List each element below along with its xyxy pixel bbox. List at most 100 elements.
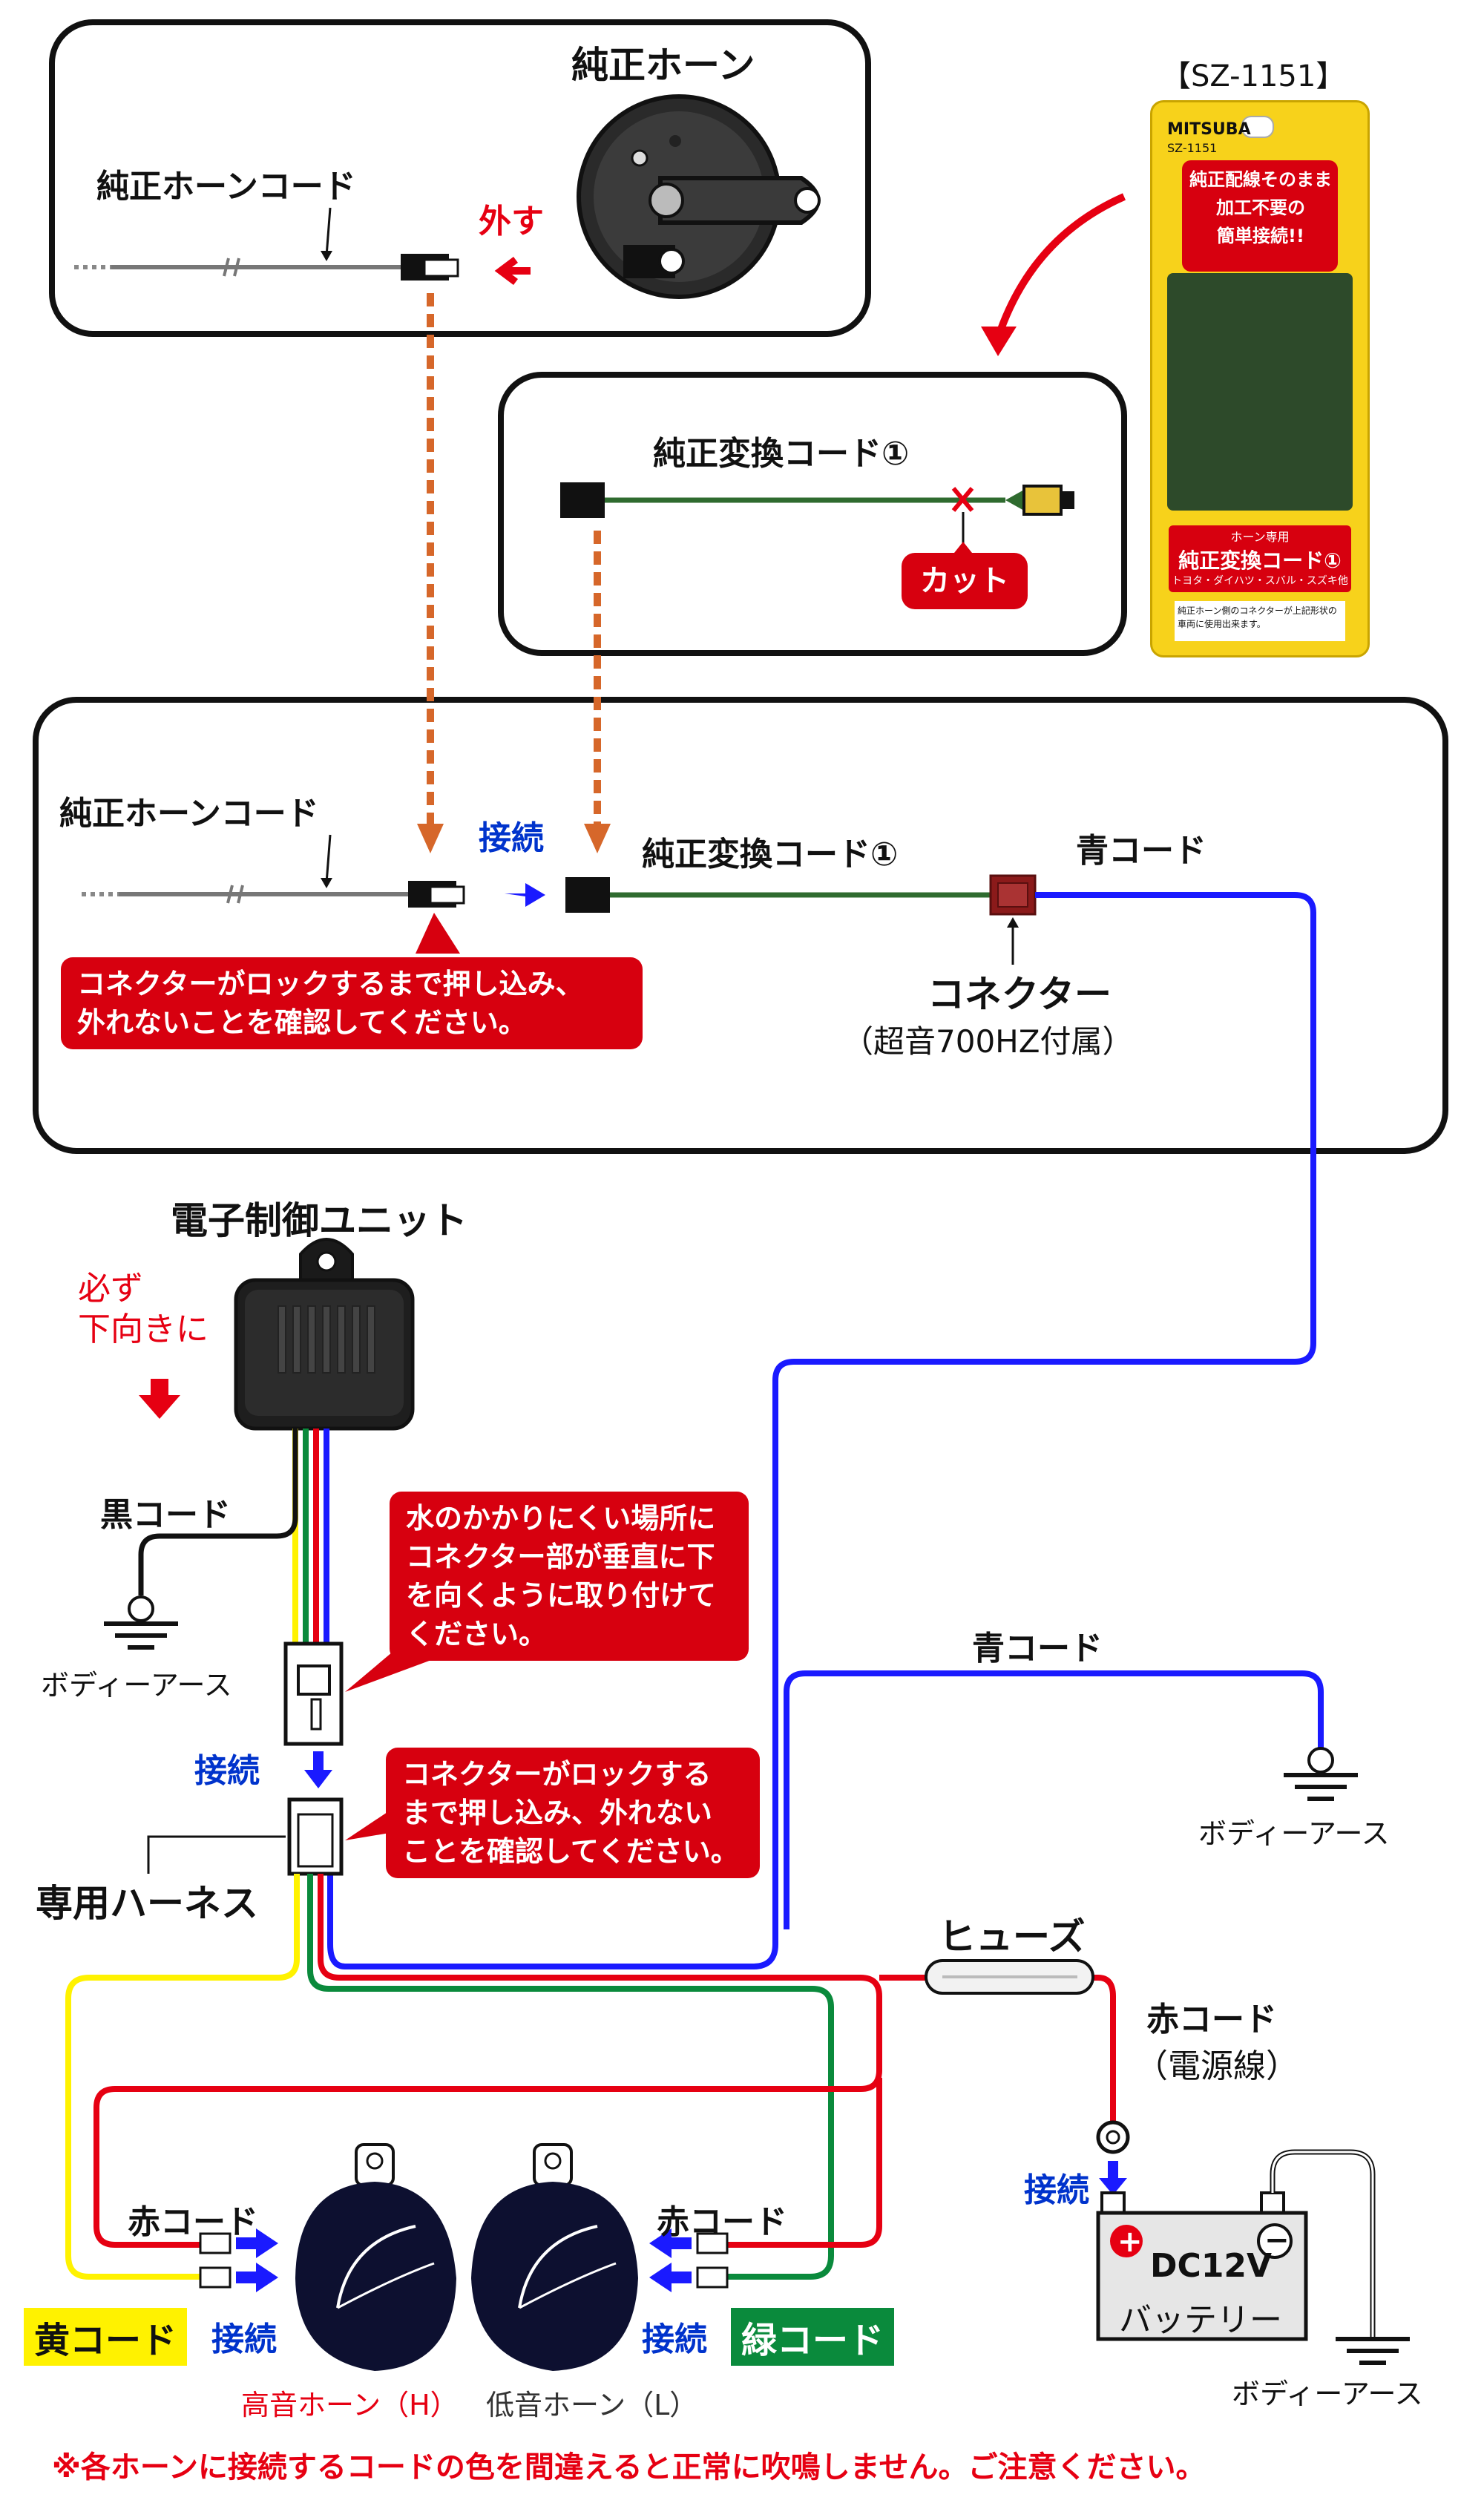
control-unit-icon [234,1238,415,1431]
product-package-image: MITSUBA SZ-1151 純正配線そのまま 加工不要の 簡単接続!! ホー… [1150,100,1370,657]
blue-cord-ground [784,1670,1324,1929]
battery-icon [1096,2191,1308,2341]
cut-label: カット [902,553,1028,609]
harness-lock-callout-line-1: コネクターがロックする [402,1758,712,1791]
package-label-top: ホーン専用 [1230,530,1290,544]
low-horn-icon [471,2143,638,2371]
package-label-band [1169,525,1351,592]
battery-ground-cord-inner [1271,2151,1374,2338]
original-horn-icon [577,94,821,299]
package-pointer-arrowhead [981,327,1017,356]
box3-lock-callout-line-1: コネクターがロックするまで押し込み、 [77,968,584,1000]
box3-frame [33,697,1448,1154]
box3-callout-tail [416,913,460,954]
box3-conv-cord-label: 純正変換コード① [642,836,899,873]
original-horn-title: 純正ホーン [571,44,755,87]
ground-symbol-right [1336,2337,1410,2365]
green-cord-tag: 緑コード [731,2308,895,2366]
orientation-line-1: 必ず [78,1270,143,1308]
yellow-cord-tag: 黄コード [24,2308,188,2366]
power-red-cord-sub: （電源線） [1135,2047,1298,2085]
box2-conversion-cord [560,482,1074,518]
ground-left-label: ボディーアース [41,1669,232,1702]
black-cord-label: 黒コード [100,1496,231,1534]
blue-cord-main [327,892,1316,1969]
harness-lock-callout-line-2: まで押し込み、外れない [402,1797,713,1829]
low-horn-terminals [649,2228,729,2292]
package-label-main: 純正変換コード① [1178,548,1342,573]
harness-connector [287,1797,344,1876]
guide-dashed-left-head [417,824,444,853]
box1-horn-cord-label: 純正ホーンコード [96,168,356,206]
fuse-icon [925,1959,1094,1995]
water-callout-line-1: 水のかかりにくい場所に [406,1502,716,1535]
battery-voltage: DC12V [1150,2247,1273,2285]
ground-mid-label: ボディーアース [1198,1817,1390,1850]
power-terminal [1096,2120,1130,2154]
control-unit-title: 電子制御ユニット [171,1199,467,1242]
footer-warning: ※各ホーンに接続するコードの色を間違えると正常に吹鳴しません。ご注意ください。 [52,2450,1206,2484]
battery-label: バッテリー [1119,2301,1282,2339]
box3-horn-cord-label: 純正ホーンコード [59,795,319,833]
unit-wire-bundle [292,1429,329,1644]
box3-conversion-cord [565,874,1037,965]
low-horn-red-cord-label: 赤コード [657,2203,787,2241]
battery-connect-arrow [1099,2161,1127,2195]
low-horn-connect-label: 接続 [642,2320,707,2358]
orientation-arrow [139,1379,180,1419]
battery-connect-label: 接続 [1024,2171,1089,2209]
ground-right-label: ボディーアース [1232,2378,1423,2410]
remove-label: 外す [479,203,544,240]
water-callout-line-4: ください。 [406,1618,548,1650]
harness-label-pointer [147,1835,286,1874]
box3-connect-arrow [505,883,545,907]
battery-plus: + [1117,2225,1143,2259]
package-banner-line-1: 純正配線そのまま [1189,169,1332,190]
ground-symbol-left [104,1595,178,1650]
package-model: SZ-1151 [1167,141,1218,155]
harness-lock-callout: コネクターがロックする まで押し込み、外れない ことを確認してください。 [386,1748,760,1878]
black-cord [138,1429,298,1595]
model-label: 【SZ-1151】 [1161,59,1346,94]
ground-symbol-mid [1284,1747,1358,1801]
fuse-label: ヒューズ [939,1915,1086,1958]
connector-sub-label: （超音700HZ付属） [842,1023,1134,1060]
box3-lock-callout-line-2: 外れないことを確認してください。 [77,1006,527,1039]
remove-arrow [494,257,531,285]
package-banner-line-2: 加工不要の [1216,197,1305,218]
harness-wires [65,1874,1116,2280]
package-note: 純正ホーン側のコネクターが上記形状の車両に使用出来ます。 [1175,601,1345,641]
high-horn-connect-label: 接続 [211,2320,277,2358]
box3-lock-callout: コネクターがロックするまで押し込み、 外れないことを確認してください。 [61,957,643,1049]
connector-label: コネクター [928,973,1112,1016]
box2-conv-cord-label: 純正変換コード① [653,435,910,473]
package-label-makers: トヨタ・ダイハツ・スバル・スズキ他 [1172,575,1348,587]
water-callout: 水のかかりにくい場所に コネクター部が垂直に下 を向くように取り付けて ください… [390,1492,749,1661]
water-callout-line-2: コネクター部が垂直に下 [406,1541,715,1573]
battery-minus: − [1264,2223,1290,2257]
box3-blue-cord-label: 青コード [1076,832,1206,870]
package-hang-hole [1241,116,1274,138]
package-window [1167,273,1353,511]
unit-connector [283,1641,344,1746]
high-horn-label: 高音ホーン（H） [241,2389,459,2421]
harness-lock-callout-line-3: ことを確認してください。 [402,1835,739,1868]
high-horn-icon [295,2143,456,2371]
package-brand: MITSUBA [1167,120,1251,139]
box1-horn-cord [74,207,459,281]
box3-horn-cord [82,834,465,908]
package-pointer-arrow [994,193,1126,339]
box3-connect-label: 接続 [479,819,544,857]
power-red-cord-label: 赤コード [1146,2001,1277,2038]
package-banner [1182,160,1338,272]
harness-connect-arrow [304,1751,332,1788]
low-horn-label: 低音ホーン（L） [486,2389,698,2421]
water-callout-line-3: を向くように取り付けて [406,1579,717,1612]
harness-label: 専用ハーネス [36,1882,258,1925]
guide-dashed-right-head [584,824,611,853]
package-banner-line-3: 簡単接続!! [1217,226,1304,246]
high-horn-red-cord-label: 赤コード [128,2203,258,2241]
mid-blue-cord-label: 青コード [972,1630,1103,1667]
lock-callout-tail [345,1811,390,1840]
orientation-line-2: 下向きに [78,1311,209,1348]
